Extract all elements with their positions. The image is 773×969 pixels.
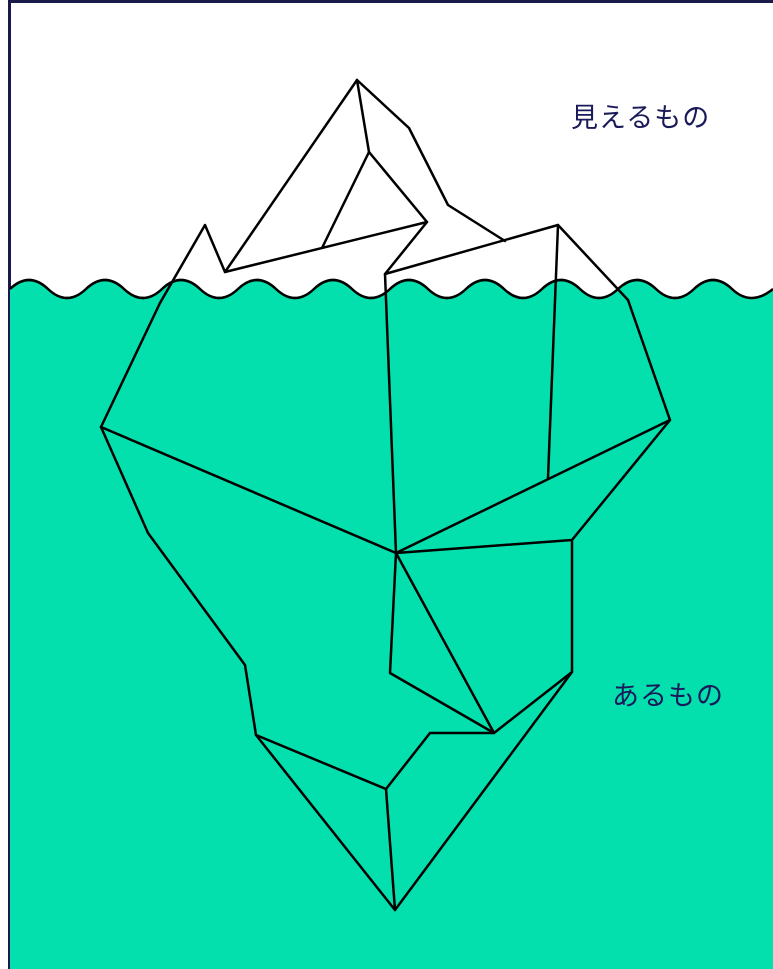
iceberg-facet-f [254,733,388,791]
iceberg-facet-e [384,670,574,912]
frame-left-border [8,0,11,969]
iceberg-icon [99,78,672,912]
iceberg-facet-c [546,223,560,480]
iceberg-tip-facet-center [355,78,371,154]
iceberg-facet-d [388,551,496,735]
label-visible-part: 見えるもの [571,103,711,134]
iceberg-tip-facet-left [223,150,429,274]
iceberg-tip-outline [158,78,507,305]
frame-top-border [8,0,773,3]
iceberg-body-outline [99,298,672,912]
iceberg-tip-facet-right [383,220,630,302]
wave-line-icon [9,278,773,300]
label-hidden-part: あるもの [612,681,724,712]
